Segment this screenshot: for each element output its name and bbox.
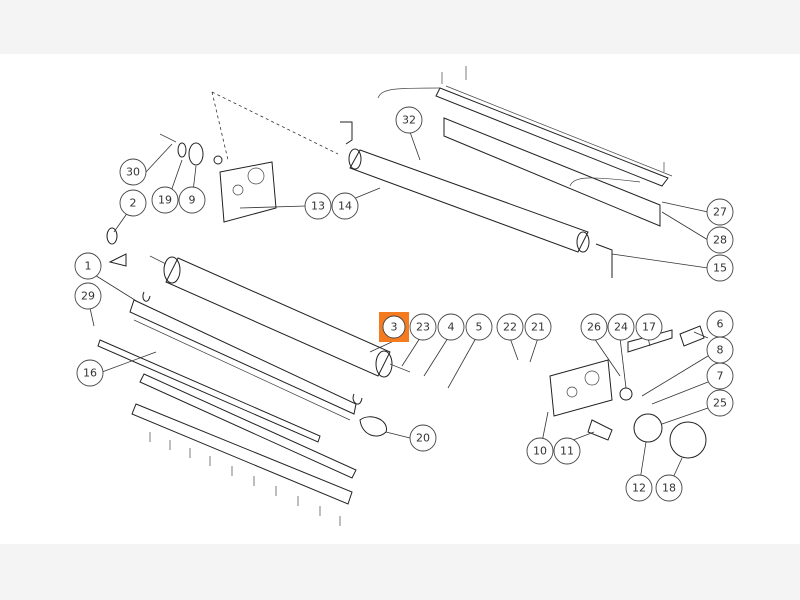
callout-21-label: 21: [531, 321, 545, 334]
callout-6[interactable]: 6: [706, 310, 734, 338]
callout-13-label: 13: [311, 200, 325, 213]
callout-30-label: 30: [126, 166, 140, 179]
callout-10-label: 10: [533, 445, 547, 458]
callout-7-label: 7: [717, 370, 724, 383]
callout-18[interactable]: 18: [655, 474, 683, 502]
callout-4-label: 4: [448, 321, 455, 334]
upper-roller: [340, 121, 613, 278]
callout-9[interactable]: 9: [178, 186, 206, 214]
main-roller: [106, 227, 411, 378]
callout-3[interactable]: 3: [382, 315, 406, 339]
callout-11[interactable]: 11: [553, 437, 581, 465]
callout-16-label: 16: [83, 367, 97, 380]
callout-27-label: 27: [713, 206, 727, 219]
leader-lines: [89, 131, 709, 481]
top-frame-rail: [377, 66, 673, 227]
callout-17[interactable]: 17: [635, 313, 663, 341]
callout-24-label: 24: [614, 321, 628, 334]
callout-16[interactable]: 16: [76, 359, 104, 387]
callout-3-label: 3: [391, 321, 398, 334]
callout-22-label: 22: [503, 321, 517, 334]
callout-15[interactable]: 15: [706, 254, 734, 282]
callout-6-label: 6: [717, 318, 724, 331]
callout-19-label: 19: [158, 194, 172, 207]
callout-10[interactable]: 10: [526, 437, 554, 465]
callout-4[interactable]: 4: [437, 313, 465, 341]
callout-32[interactable]: 32: [395, 106, 423, 134]
callout-20-label: 20: [416, 432, 430, 445]
callout-26-label: 26: [587, 321, 601, 334]
callout-28[interactable]: 28: [706, 226, 734, 254]
callout-14[interactable]: 14: [331, 192, 359, 220]
callout-18-label: 18: [662, 482, 676, 495]
callout-13[interactable]: 13: [304, 192, 332, 220]
left-bracket-assembly: [159, 91, 339, 223]
callout-2[interactable]: 2: [119, 189, 147, 217]
callout-2-label: 2: [130, 197, 137, 210]
callout-20[interactable]: 20: [409, 424, 437, 452]
callout-9-label: 9: [189, 194, 196, 207]
callout-22[interactable]: 22: [496, 313, 524, 341]
callout-29[interactable]: 29: [74, 282, 102, 310]
screw-set: [149, 432, 341, 526]
callout-8[interactable]: 8: [706, 336, 734, 364]
callout-32-label: 32: [402, 114, 416, 127]
callout-29-label: 29: [81, 290, 95, 303]
callout-5-label: 5: [476, 321, 483, 334]
callout-23-label: 23: [416, 321, 430, 334]
callout-26[interactable]: 26: [580, 313, 608, 341]
callout-25[interactable]: 25: [706, 389, 734, 417]
callout-17-label: 17: [642, 321, 656, 334]
callout-1[interactable]: 1: [74, 252, 102, 280]
callout-30[interactable]: 30: [119, 158, 147, 186]
callout-27[interactable]: 27: [706, 198, 734, 226]
callout-12[interactable]: 12: [625, 474, 653, 502]
callout-14-label: 14: [338, 200, 352, 213]
callout-1-label: 1: [85, 260, 92, 273]
callout-21[interactable]: 21: [524, 313, 552, 341]
callout-23[interactable]: 23: [409, 313, 437, 341]
callout-24[interactable]: 24: [607, 313, 635, 341]
callout-11-label: 11: [560, 445, 574, 458]
lower-frame: [97, 291, 387, 505]
callout-28-label: 28: [713, 234, 727, 247]
callout-7[interactable]: 7: [706, 362, 734, 390]
callout-19[interactable]: 19: [151, 186, 179, 214]
callout-5[interactable]: 5: [465, 313, 493, 341]
callout-12-label: 12: [632, 482, 646, 495]
callout-15-label: 15: [713, 262, 727, 275]
callout-8-label: 8: [717, 344, 724, 357]
callout-25-label: 25: [713, 397, 727, 410]
